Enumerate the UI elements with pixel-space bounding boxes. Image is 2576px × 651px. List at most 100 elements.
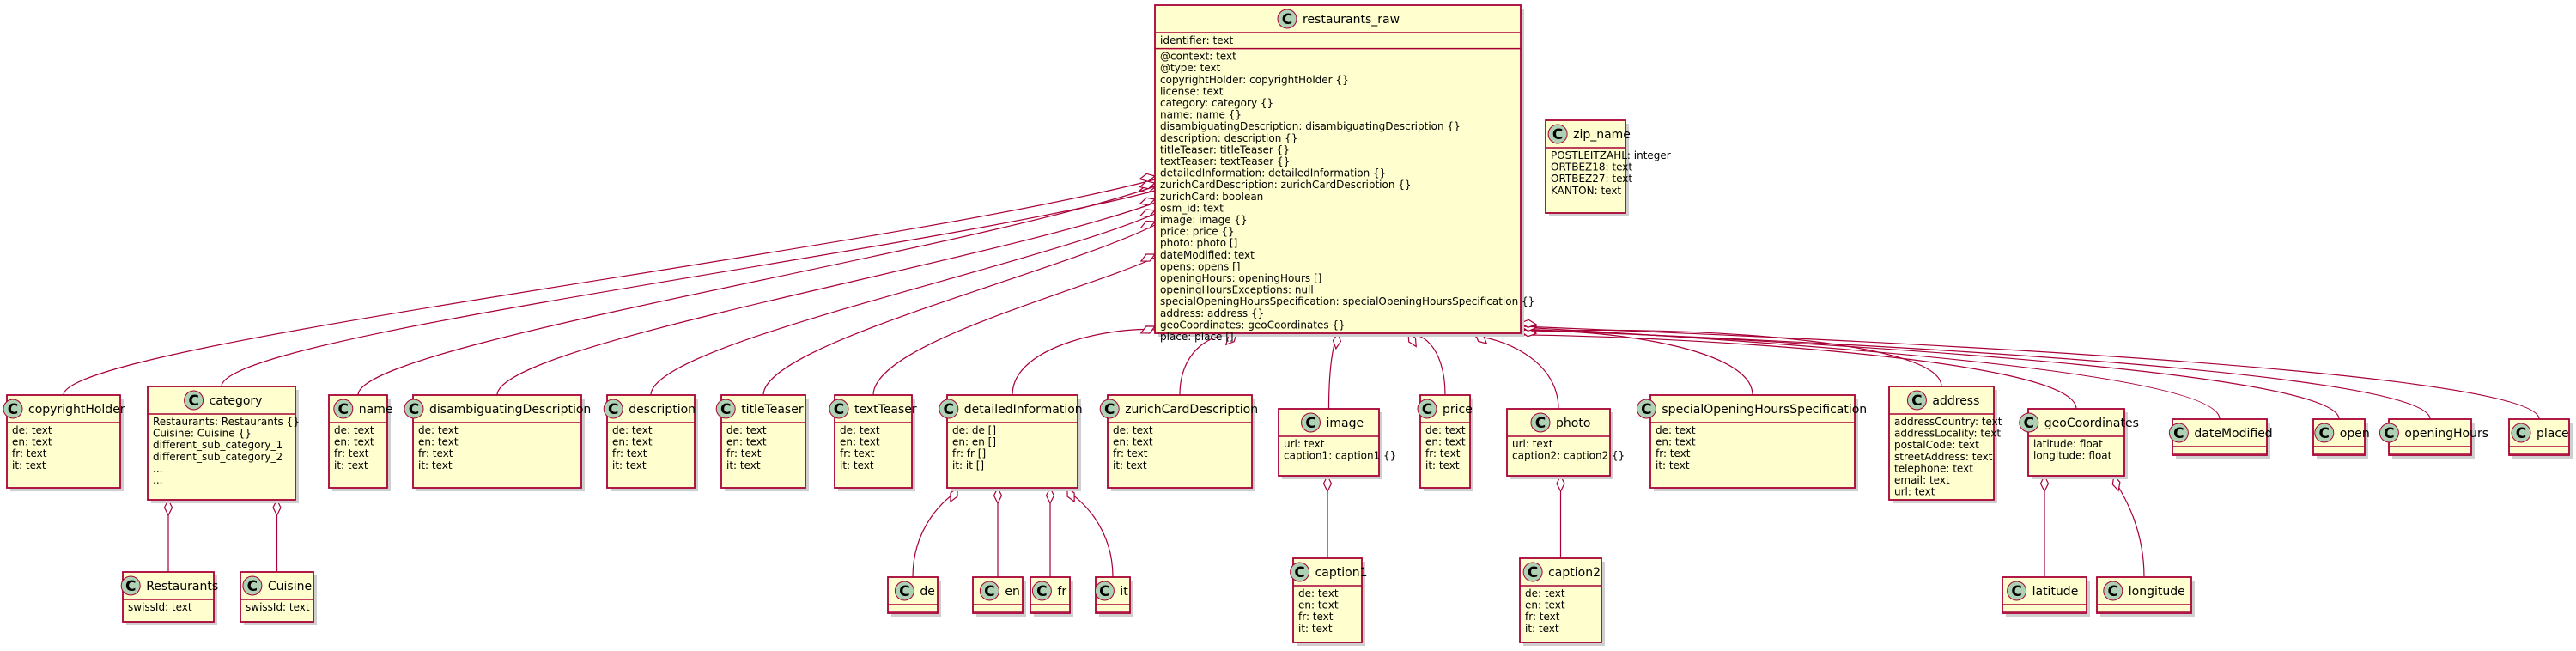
class-c-icon-glyph: C	[1641, 401, 1651, 418]
class-c-icon	[2314, 423, 2335, 443]
class-attribute: KANTON: text	[1551, 185, 1621, 197]
class-attribute: de: text	[1113, 424, 1153, 436]
class-attribute: it: text	[612, 459, 647, 472]
class-name: en	[1005, 585, 1020, 599]
class-attribute: ...	[153, 462, 162, 474]
class-name: copyrightHolder	[28, 403, 125, 417]
class-name: textTeaser	[854, 403, 917, 417]
relation-edge	[2113, 478, 2145, 578]
class-attribute: telephone: text	[1894, 462, 1973, 474]
relation-edge	[650, 213, 1156, 396]
class-attribute: POSTLEITZAHL: integer	[1551, 149, 1671, 161]
class-attribute: titleTeaser: titleTeaser {}	[1160, 143, 1290, 155]
class-attribute: en: text	[12, 436, 52, 448]
class-attribute: swissId: text	[128, 601, 192, 613]
class-attribute: en: text	[1113, 436, 1153, 448]
class-name: description	[629, 403, 696, 417]
class-attribute: @type: text	[1160, 62, 1221, 74]
class-attribute: it: text	[418, 459, 453, 472]
class-attribute: detailedInformation: detailedInformation…	[1160, 167, 1386, 179]
relation-edge	[1520, 326, 2540, 420]
class-c-icon	[1522, 562, 1543, 582]
aggregation-diamond-icon	[1519, 319, 1538, 328]
class-c-icon	[1290, 562, 1310, 582]
class-c-icon-glyph: C	[2011, 583, 2021, 600]
class-attribute: @context: text	[1160, 51, 1236, 63]
class-attribute: fr: fr []	[952, 447, 986, 459]
class-name: specialOpeningHoursSpecification	[1662, 403, 1867, 417]
class-name: address	[1932, 394, 1979, 408]
class-attribute: it: it []	[952, 459, 984, 472]
aggregation-diamond-icon	[1139, 173, 1157, 182]
class-c-icon-glyph: C	[409, 401, 419, 418]
class-box	[147, 386, 296, 501]
class-attribute: license: text	[1160, 85, 1224, 97]
class-c-icon-glyph: C	[1282, 11, 1292, 28]
class-box	[6, 394, 121, 489]
class-attribute: it: text	[1298, 623, 1333, 635]
class-attribute: different_sub_category_2	[153, 451, 283, 463]
class-attribute: email: text	[1894, 474, 1950, 486]
class-name: image	[1327, 417, 1364, 430]
class-attribute: caption2: caption2 {}	[1512, 450, 1625, 462]
aggregation-diamond-icon	[1556, 474, 1565, 493]
class-c-icon	[2379, 423, 2399, 443]
class-attribute: de: de []	[952, 424, 996, 436]
class-box	[1506, 408, 1611, 477]
class-attribute: addressLocality: text	[1894, 428, 2001, 440]
class-c-icon-glyph: C	[2516, 425, 2526, 442]
class-c-icon-glyph: C	[1422, 401, 1432, 418]
class-c-icon-glyph: C	[1535, 415, 1546, 432]
class-name: category	[210, 394, 263, 408]
class-c-icon	[333, 399, 354, 419]
class-c-icon	[2019, 412, 2039, 433]
class-attribute: de: text	[1298, 587, 1339, 599]
class-c-icon	[894, 581, 914, 601]
aggregation-diamond-icon	[1139, 253, 1157, 262]
class-name: detailedInformation	[964, 403, 1083, 417]
class-name: disambiguatingDescription	[429, 403, 591, 417]
class-attribute: url: text	[1284, 438, 1325, 450]
aggregation-diamond-icon	[950, 486, 958, 503]
class-attribute: fr: text	[418, 447, 453, 459]
class-c-icon	[939, 399, 959, 419]
class-c-icon-glyph: C	[247, 578, 258, 595]
class-attribute: swissId: text	[246, 601, 310, 613]
class-name: latitude	[2032, 585, 2079, 599]
class-attribute: address: address {}	[1160, 307, 1264, 319]
aggregation-diamond-icon	[272, 498, 282, 517]
class-name: it	[1120, 585, 1128, 599]
class-name: zip_name	[1573, 128, 1631, 142]
